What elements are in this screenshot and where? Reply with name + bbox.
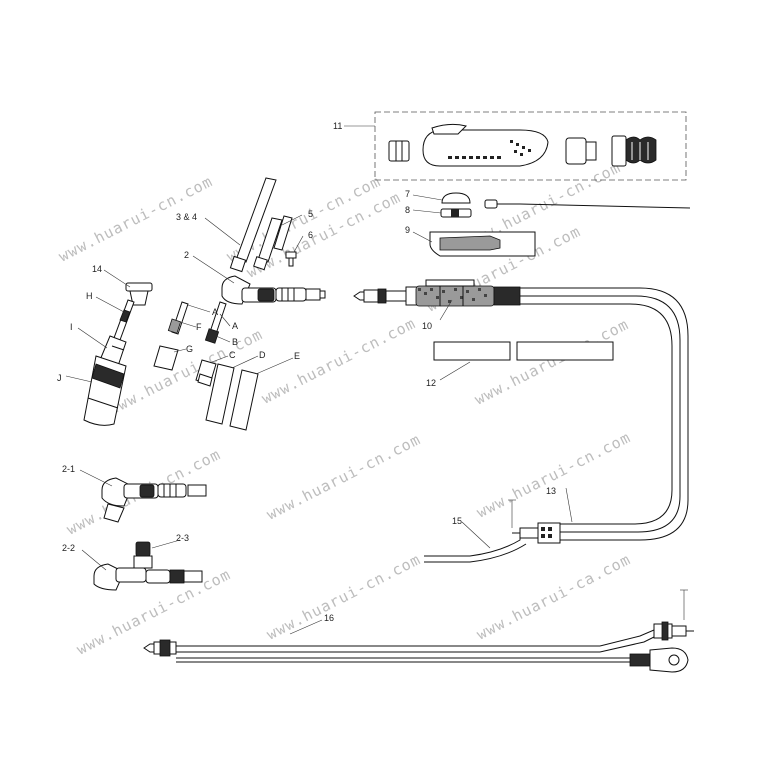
part-label-9: 9 xyxy=(405,225,410,235)
part-label-G: G xyxy=(186,344,193,354)
part-label-2-1: 2-1 xyxy=(62,464,75,474)
watermark-text: www.huarui-cn.com xyxy=(259,314,419,407)
part-label-11: 11 xyxy=(333,121,342,131)
part-label-A-lower: A xyxy=(232,321,238,331)
part-label-2-3: 2-3 xyxy=(176,533,189,543)
part-3-6-group: 3 & 4 5 6 xyxy=(176,177,313,273)
consumables-middle: F G A A B C D E xyxy=(153,301,300,431)
part-2-torch-body: 2 xyxy=(184,250,326,305)
watermark-text: www.huarui-cn.com xyxy=(474,428,634,521)
part-label-F: F xyxy=(196,322,202,332)
part-label-I: I xyxy=(70,322,73,332)
part-label-2: 2 xyxy=(184,250,189,260)
part-label-E: E xyxy=(294,351,300,361)
part-label-5: 5 xyxy=(308,209,313,219)
part-7-9-group: 7 8 9 xyxy=(405,189,691,257)
watermark-text: www.huarui-cn.com xyxy=(472,315,632,408)
part-12-tape: 12 xyxy=(426,341,614,388)
part-label-A-upper: A xyxy=(212,307,218,317)
part-label-D: D xyxy=(259,350,266,360)
part-label-3-and-4: 3 & 4 xyxy=(176,212,197,222)
part-label-J: J xyxy=(57,373,62,383)
part-label-16: 16 xyxy=(324,613,334,623)
part-label-H: H xyxy=(86,291,93,301)
part-label-13: 13 xyxy=(546,486,556,496)
part-label-15: 15 xyxy=(452,516,462,526)
part-label-2-2: 2-2 xyxy=(62,543,75,553)
part-2-1-torch-variant: 2-1 xyxy=(62,464,207,523)
part-label-7: 7 xyxy=(405,189,410,199)
part-16-long-cable: 16 xyxy=(143,589,694,673)
part-label-12: 12 xyxy=(426,378,436,388)
part-label-8: 8 xyxy=(405,205,410,215)
part-2-2-torch-variant: 2-2 2-3 xyxy=(62,533,203,591)
part-10-13-cable-assembly: 10 13 xyxy=(353,279,689,544)
watermark-text: www.huarui-cn.com xyxy=(264,550,424,643)
consumables-left: 14 H I J xyxy=(57,264,153,426)
part-label-10: 10 xyxy=(422,321,432,331)
part-label-6: 6 xyxy=(308,230,313,240)
watermark-layer: www.huarui-cn.com www.huarui-cn.com www.… xyxy=(56,158,634,658)
part-label-14: 14 xyxy=(92,264,102,274)
part-11-group: 11 xyxy=(333,111,687,181)
part-label-B: B xyxy=(232,337,238,347)
watermark-text: www.huarui-ca.com xyxy=(474,550,634,643)
watermark-text: www.huarui-cn.com xyxy=(264,430,424,523)
part-15-cable: 15 xyxy=(424,499,527,563)
part-label-C: C xyxy=(229,350,236,360)
